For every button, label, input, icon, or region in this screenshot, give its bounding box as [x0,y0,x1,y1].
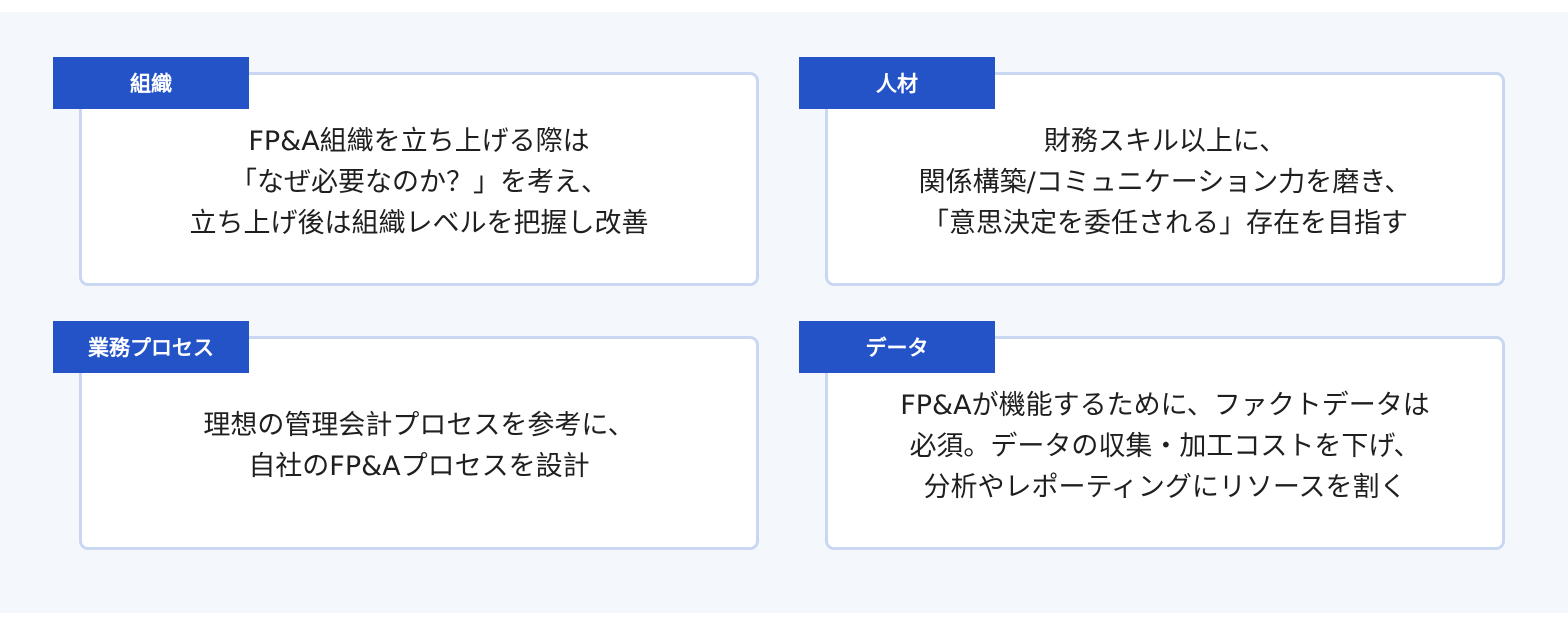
panel-data-line-1: FP&Aが機能するために、ファクトデータは [900,389,1430,421]
panel-talent-text: 財務スキル以上に、 関係構築/コミュニケーション力を磨き、 「意思決定を委任され… [919,121,1412,244]
panel-process-line-2: 自社のFP&Aプロセスを設計 [248,451,590,482]
panel-data-line-3: 分析やレポーティングにリソースを割く [923,471,1407,503]
panel-organization-line-3: 立ち上げ後は組織レベルを把握し改善 [189,207,649,239]
panel-process-line-1: 理想の管理会計プロセスを参考に、 [203,410,635,441]
panel-talent-line-3: 「意思決定を委任される」存在を目指す [921,207,1408,239]
panel-organization-line-2: 「なぜ必要なのか？」を考え、 [230,166,608,198]
panel-organization-tag: 組織 [53,57,249,109]
panel-data-tag: データ [799,321,995,373]
panel-organization-text: FP&A組織を立ち上げる際は 「なぜ必要なのか？」を考え、 立ち上げ後は組織レベ… [190,121,649,244]
panel-process-text: 理想の管理会計プロセスを参考に、 自社のFP&Aプロセスを設計 [203,405,634,487]
panel-data-line-2: 必須。データの収集・加工コストを下げ、 [909,430,1421,462]
panel-talent-tag: 人材 [799,57,995,109]
panel-talent-line-1: 財務スキル以上に、 [1043,125,1287,157]
panel-talent-line-2: 関係構築/コミュニケーション力を磨き、 [918,166,1412,198]
panel-data-text: FP&Aが機能するために、ファクトデータは 必須。データの収集・加工コストを下げ… [900,385,1430,508]
panel-process-tag: 業務プロセス [53,321,249,373]
panel-process: 理想の管理会計プロセスを参考に、 自社のFP&Aプロセスを設計 [79,336,759,550]
panel-organization-line-1: FP&A組織を立ち上げる際は [248,125,590,157]
